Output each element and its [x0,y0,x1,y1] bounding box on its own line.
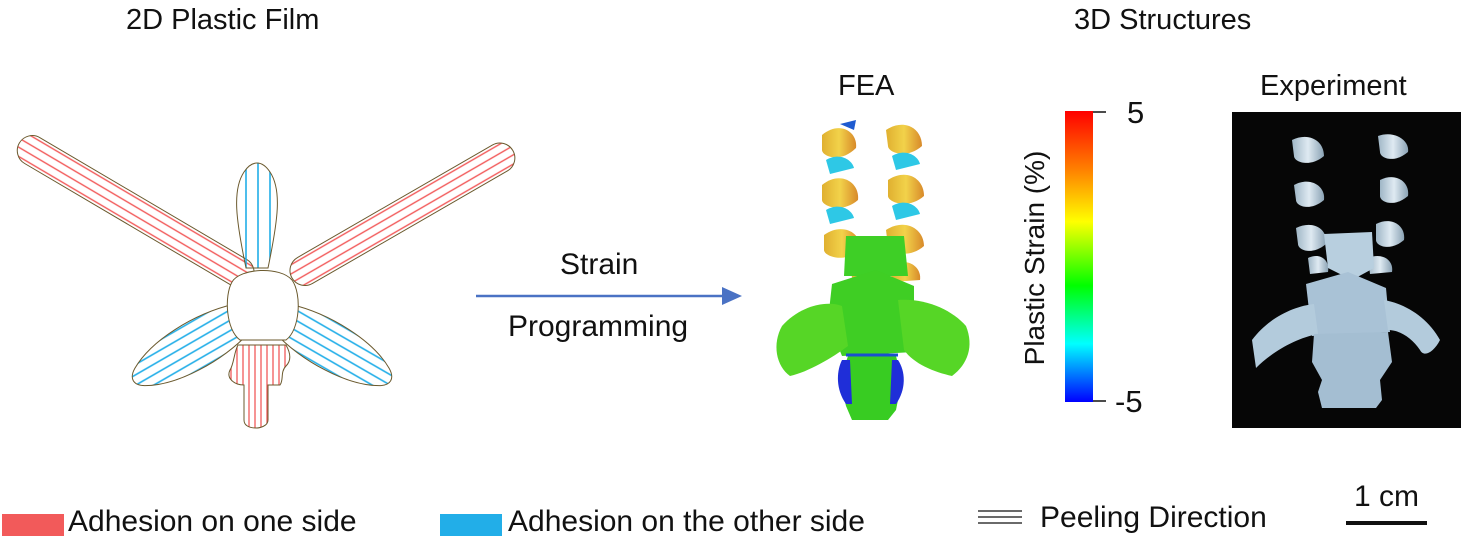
heading-3d-structures: 3D Structures [1074,4,1252,36]
colorbar-title: Plastic Strain (%) [1019,150,1050,366]
peeling-direction-icon [978,510,1022,524]
legend-red-swatch [2,514,64,536]
film-center-hub [226,269,299,341]
heading-experiment: Experiment [1260,70,1407,102]
legend-blue-swatch [440,514,502,536]
red-arm-left [16,135,255,288]
blue-petal-right [273,303,393,387]
legend-peeling-label: Peeling Direction [1040,501,1267,534]
colorbar-max-label: 5 [1127,95,1145,130]
red-stem [228,344,291,429]
red-arm-right [289,142,516,286]
heading-2d-plastic-film: 2D Plastic Film [126,4,320,36]
strain-programming-arrow [476,287,742,305]
scale-bar-label: 1 cm [1354,480,1420,513]
fea-left-flap [776,303,848,376]
arrow-label-programming: Programming [508,310,689,343]
legend-blue-label: Adhesion on the other side [508,505,865,538]
experiment-photo [1232,112,1461,428]
blue-petal-top [236,162,278,269]
fea-lower-stem [840,356,902,420]
arrow-label-strain: Strain [560,248,639,281]
heading-fea: FEA [838,70,895,102]
fea-center-tab [844,236,908,276]
blue-petal-left [131,303,251,387]
fea-model [776,120,970,420]
colorbar-min-label: -5 [1115,384,1143,419]
legend-red-label: Adhesion on one side [68,505,357,538]
plastic-strain-colorbar [1065,111,1106,402]
plastic-film-diagram [16,135,516,429]
fea-body [828,270,914,356]
fea-right-flap [898,299,970,376]
